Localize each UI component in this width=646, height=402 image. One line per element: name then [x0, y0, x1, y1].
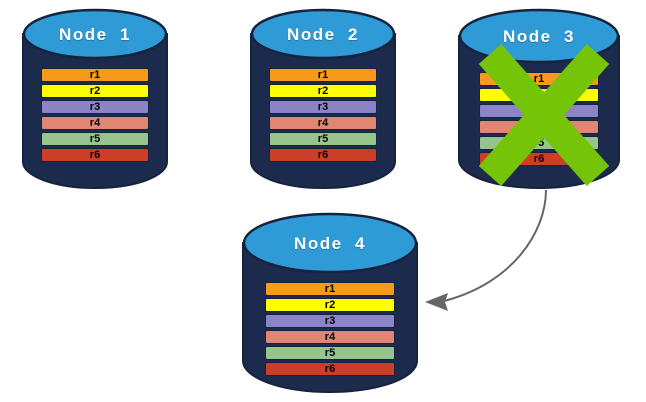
row-bar-r6[interactable]: r6 — [269, 148, 377, 162]
row-bar-r3[interactable]: r3 — [41, 100, 149, 114]
row-bar-r2[interactable]: r2 — [269, 84, 377, 98]
row-bar-r4[interactable]: r4 — [269, 116, 377, 130]
row-bar-r1[interactable]: r1 — [265, 282, 395, 296]
row-bar-r6[interactable]: r6 — [265, 362, 395, 376]
cylinder-top — [22, 8, 168, 60]
row-bar-r4[interactable]: r4 — [479, 120, 599, 134]
row-bar-r3[interactable]: r3 — [479, 104, 599, 118]
row-bar-r3[interactable]: r3 — [269, 100, 377, 114]
cylinder-top — [242, 212, 418, 274]
row-stack: r1 r2 r3 r4 r5 r6 — [250, 68, 396, 162]
row-bar-r2[interactable]: r2 — [265, 298, 395, 312]
row-bar-r1[interactable]: r1 — [41, 68, 149, 82]
row-bar-r4[interactable]: r4 — [41, 116, 149, 130]
row-stack: r1 r2 r3 r4 r5 r6 — [22, 68, 168, 162]
row-bar-r4[interactable]: r4 — [265, 330, 395, 344]
row-bar-r5[interactable]: r5 — [269, 132, 377, 146]
row-bar-r2[interactable]: r2 — [41, 84, 149, 98]
row-bar-r5[interactable]: r5 — [265, 346, 395, 360]
row-bar-r3[interactable]: r3 — [265, 314, 395, 328]
cylinder-top — [458, 8, 620, 64]
row-bar-r6[interactable]: r6 — [479, 152, 599, 166]
row-bar-r1[interactable]: r1 — [269, 68, 377, 82]
row-stack: r1 r2 r3 r4 r5 r6 — [242, 282, 418, 376]
row-bar-r5[interactable]: r5 — [479, 136, 599, 150]
row-bar-r1[interactable]: r1 — [479, 72, 599, 86]
row-stack: r1 r2 r3 r4 r5 r6 — [458, 72, 620, 166]
row-bar-r6[interactable]: r6 — [41, 148, 149, 162]
row-bar-r5[interactable]: r5 — [41, 132, 149, 146]
row-bar-r2[interactable]: r2 — [479, 88, 599, 102]
cylinder-top — [250, 8, 396, 60]
